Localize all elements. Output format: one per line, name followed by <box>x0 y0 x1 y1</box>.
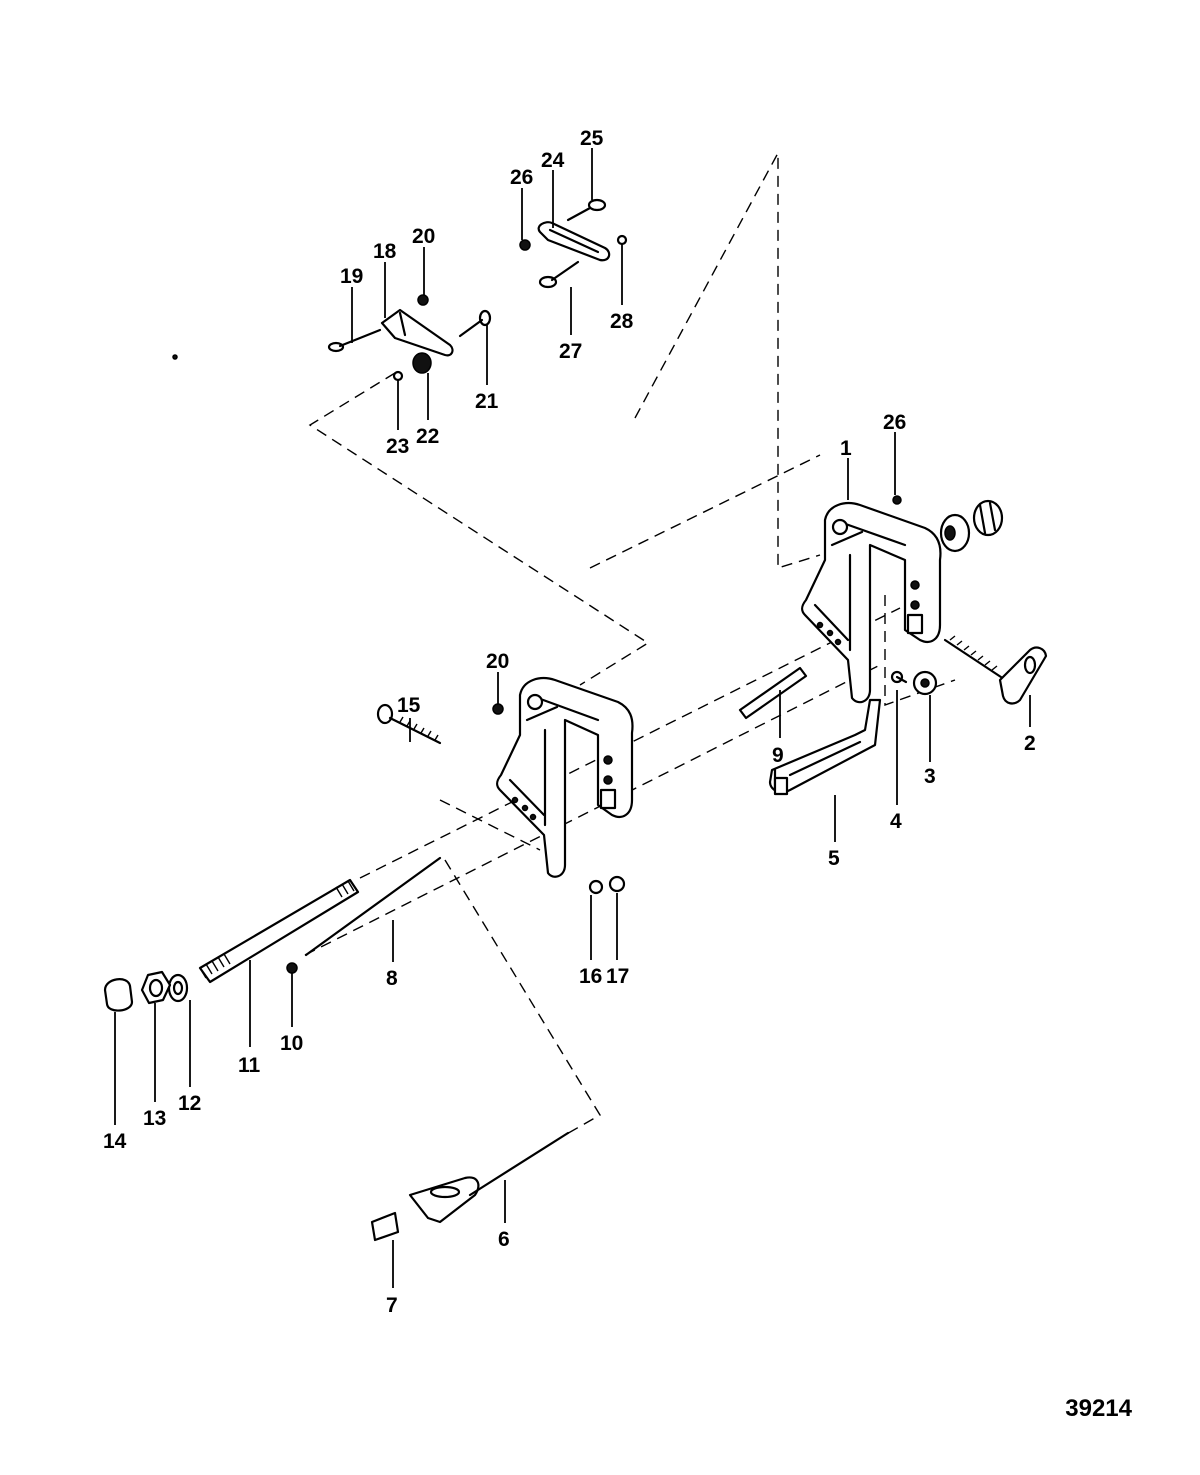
callout-22: 22 <box>416 425 439 448</box>
callout-15: 15 <box>397 694 421 717</box>
callout-6: 6 <box>498 1228 510 1251</box>
callout-28: 28 <box>610 310 634 333</box>
callout-20-top: 20 <box>412 225 435 248</box>
callout-9: 9 <box>772 744 784 767</box>
callout-1: 1 <box>840 437 852 460</box>
callout-3: 3 <box>924 765 936 788</box>
nut-26-top <box>519 239 531 251</box>
washer-28 <box>616 234 628 246</box>
callout-16: 16 <box>579 965 602 988</box>
callout-27: 27 <box>559 340 582 363</box>
clamp-pad <box>912 670 938 696</box>
callout-25: 25 <box>580 127 604 150</box>
lever-sleeve <box>370 1211 400 1242</box>
stray-mark <box>172 354 178 360</box>
callout-5: 5 <box>828 847 840 870</box>
callout-14: 14 <box>103 1130 127 1153</box>
assembly-dashed-lines <box>304 152 956 1136</box>
callout-labels: 1 2 3 4 5 6 7 8 9 10 11 12 13 14 15 16 1… <box>103 127 1036 1317</box>
nut-17 <box>608 875 626 893</box>
clamp-screw-handle <box>943 635 1048 705</box>
callout-18: 18 <box>373 240 397 263</box>
callout-10: 10 <box>280 1032 303 1055</box>
washer-23 <box>392 370 404 382</box>
spring-22 <box>412 352 432 374</box>
callout-24: 24 <box>541 149 565 172</box>
callout-8: 8 <box>386 967 398 990</box>
small-screw <box>890 670 908 684</box>
callout-13: 13 <box>143 1107 166 1130</box>
pivot-pin <box>738 666 808 720</box>
figure-number: 39214 <box>1065 1395 1132 1422</box>
link-bolt-27 <box>538 260 580 289</box>
callout-26-top: 26 <box>510 166 533 189</box>
callout-17: 17 <box>606 965 629 988</box>
arm-bolt-19 <box>327 328 382 353</box>
end-cap <box>103 978 134 1012</box>
callout-2: 2 <box>1024 732 1036 755</box>
callout-7: 7 <box>386 1294 398 1317</box>
callout-23: 23 <box>386 435 409 458</box>
clamp-bracket-port <box>495 677 634 878</box>
nut-26-right <box>892 495 902 505</box>
callout-19: 19 <box>340 265 363 288</box>
pivot-bolt <box>376 703 442 745</box>
link-bolt-25 <box>566 198 607 222</box>
link-plate <box>537 221 611 262</box>
tilt-rod <box>304 856 442 957</box>
callout-11: 11 <box>238 1054 261 1077</box>
callout-21: 21 <box>475 390 499 413</box>
tilt-stop-arm <box>380 308 454 357</box>
tilt-lever <box>408 1131 570 1224</box>
hex-nut <box>140 970 172 1005</box>
callout-4: 4 <box>890 810 902 833</box>
nut-20-top <box>417 294 429 306</box>
rod-nut <box>286 962 298 974</box>
swivel-tube <box>198 878 360 984</box>
callout-26-right: 26 <box>883 411 906 434</box>
callout-12: 12 <box>178 1092 201 1115</box>
washer-16 <box>588 879 604 895</box>
washer-lock <box>167 973 189 1003</box>
callout-20-port: 20 <box>486 650 509 673</box>
callout-leader-lines <box>114 148 1031 1288</box>
tilt-lock-lever <box>768 698 882 796</box>
bushing-knobs-right <box>939 499 1004 553</box>
clamp-bracket-starboard <box>800 502 942 704</box>
nut-20-port <box>492 703 504 715</box>
arm-bolt-21 <box>458 309 492 338</box>
